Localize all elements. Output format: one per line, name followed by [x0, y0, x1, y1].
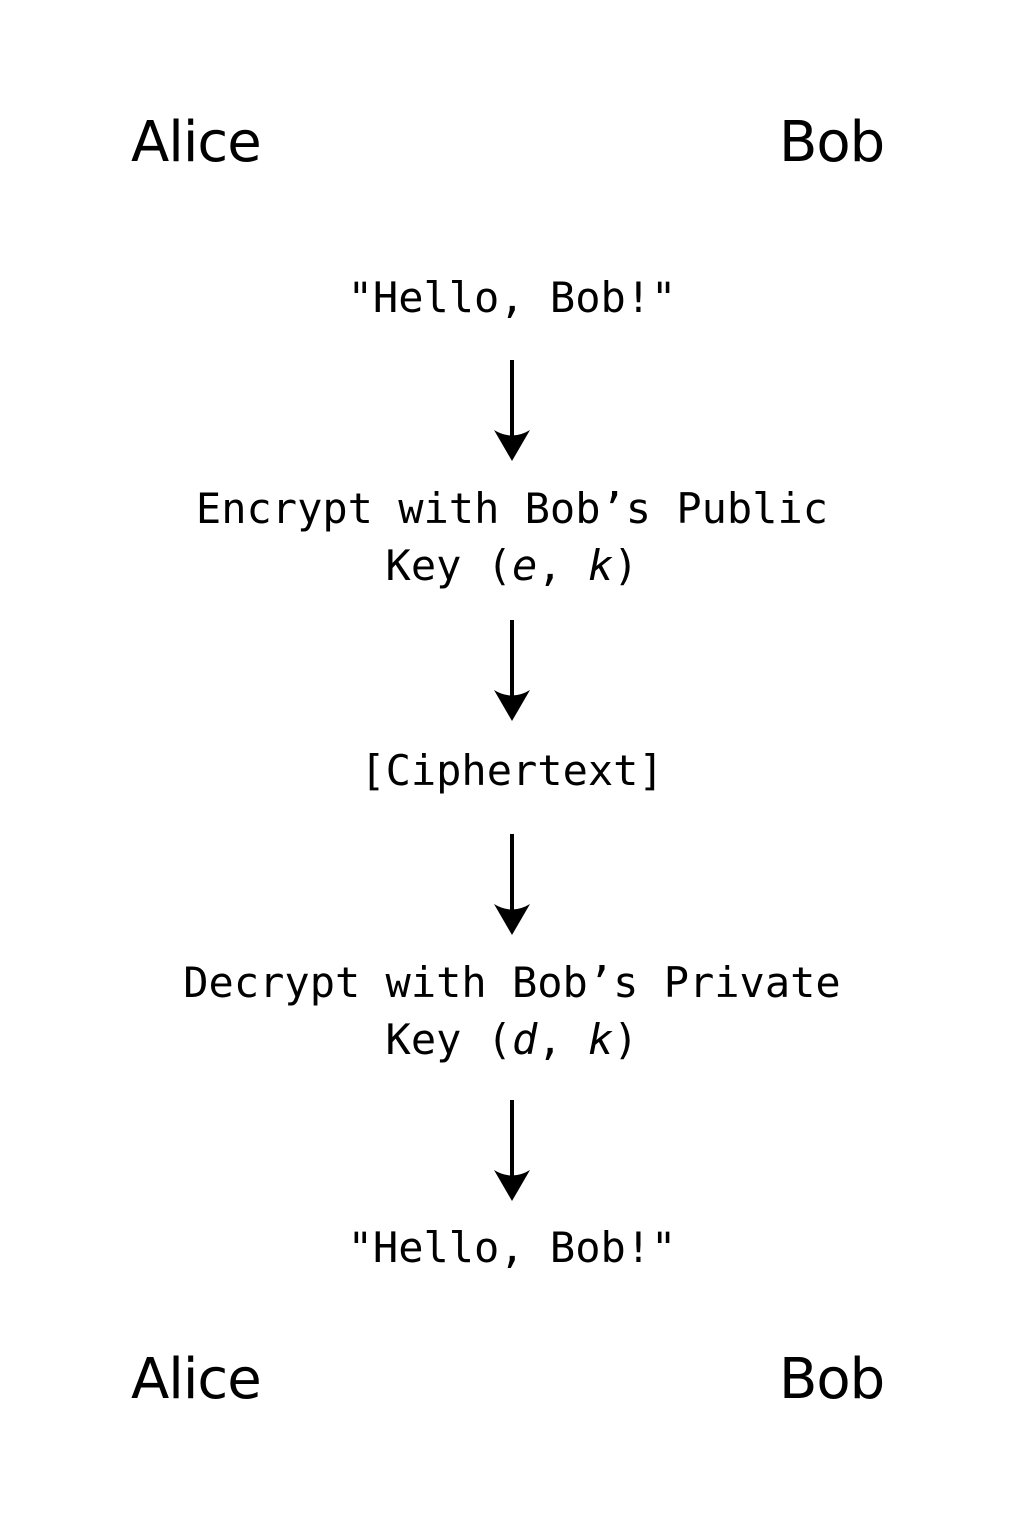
- actor-label-alice-top: Alice: [131, 110, 262, 175]
- down-arrow-icon: [490, 358, 534, 462]
- step-encrypt-line1: Encrypt with Bob’s Public: [195, 484, 829, 533]
- message-ciphertext: [Ciphertext]: [360, 746, 664, 795]
- step-encrypt-line2-prefix: Key (: [385, 541, 512, 590]
- var-k: k: [587, 541, 614, 590]
- var-d: d: [511, 1015, 538, 1064]
- step-decrypt-line1: Decrypt with Bob’s Private: [183, 958, 841, 1007]
- actor-label-bob-top: Bob: [779, 110, 885, 175]
- down-arrow-icon: [490, 832, 534, 936]
- step-decrypt-line2-prefix: Key (: [385, 1015, 512, 1064]
- step-decrypt-line2: Key (d, k): [386, 1015, 639, 1064]
- down-arrow-icon: [490, 618, 534, 722]
- var-e: e: [511, 541, 538, 590]
- step-encrypt-line2-comma: ,: [537, 541, 588, 590]
- step-decrypt-line2-suffix: ): [613, 1015, 639, 1064]
- step-encrypt-line2-suffix: ): [613, 541, 639, 590]
- message-plaintext-initial: "Hello, Bob!": [347, 273, 677, 322]
- step-decrypt-line2-comma: ,: [537, 1015, 588, 1064]
- message-plaintext-final: "Hello, Bob!": [347, 1223, 677, 1272]
- step-encrypt-line2: Key (e, k): [386, 541, 639, 590]
- var-k: k: [587, 1015, 614, 1064]
- down-arrow-icon: [490, 1098, 534, 1202]
- actor-label-bob-bottom: Bob: [779, 1347, 885, 1412]
- actor-label-alice-bottom: Alice: [131, 1347, 262, 1412]
